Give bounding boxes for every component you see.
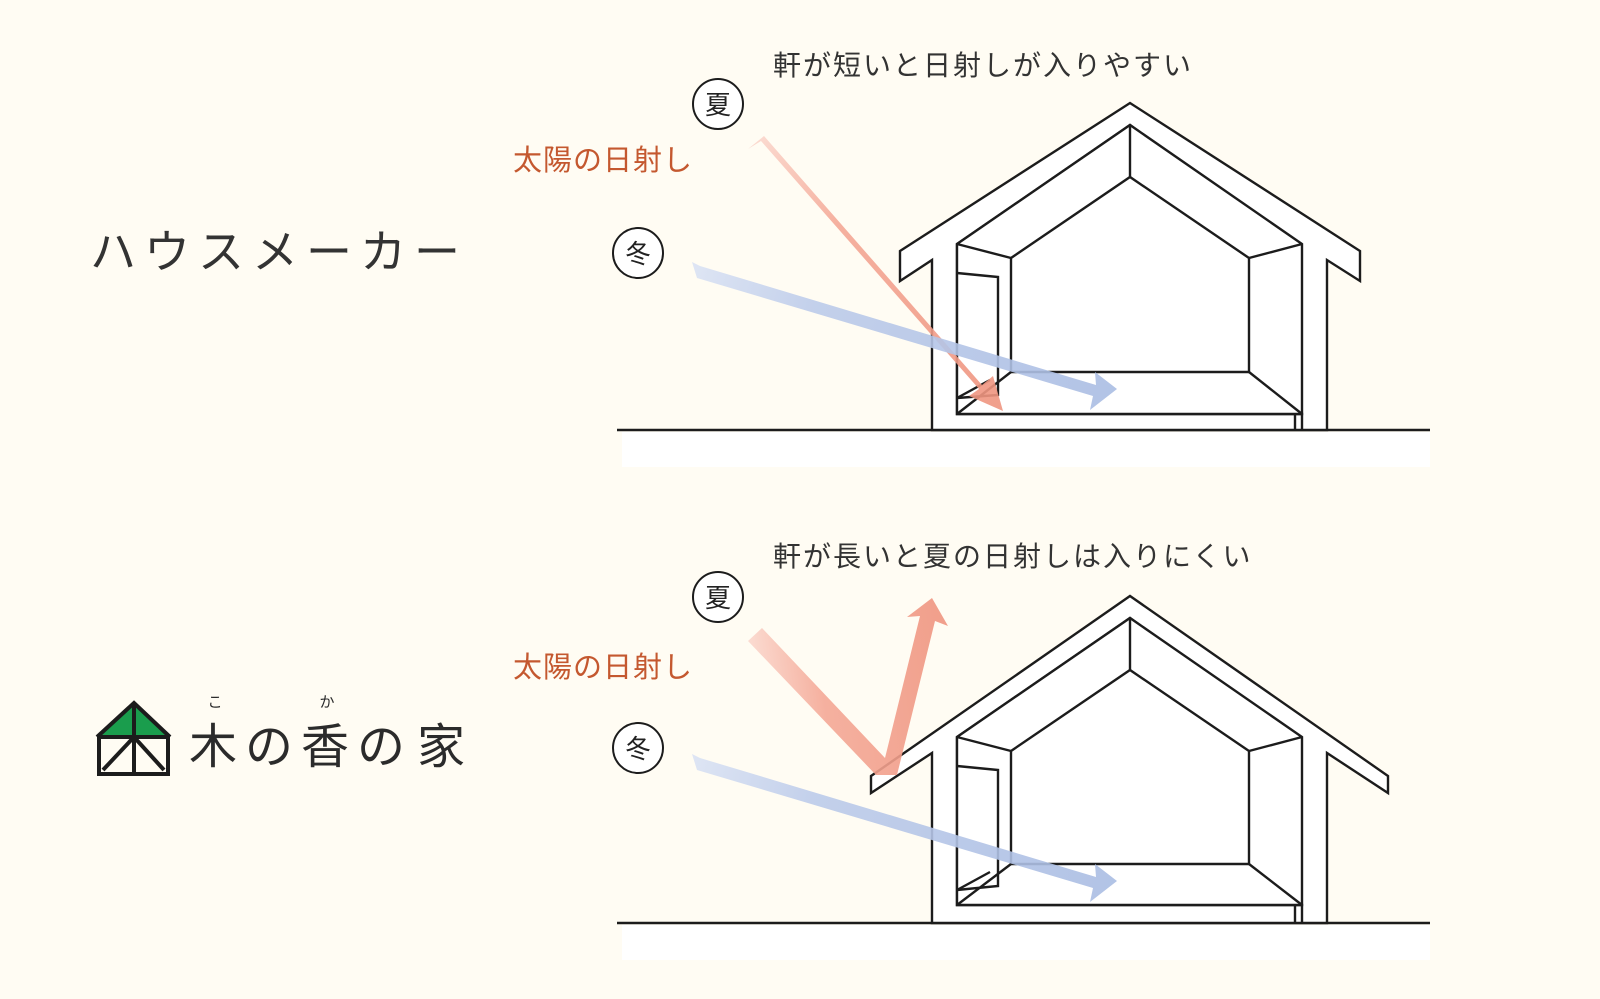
top-caption: 軒が短いと日射しが入りやすい — [773, 49, 1193, 82]
top-house-back-wall — [1009, 175, 1251, 374]
bottom-panel: こ か 木 の 香 の 家 軒が長いと夏の日射しは入りにくい 太陽の日射し 夏 … — [95, 540, 1430, 960]
brand-char-2: の — [245, 719, 297, 775]
ruby-ko: こ — [207, 693, 222, 711]
brand-char-1: 木 — [189, 719, 241, 775]
brand-char-3: 香 — [301, 719, 353, 775]
bottom-winter-ray — [692, 754, 1117, 902]
bottom-sun-label: 太陽の日射し — [513, 650, 693, 684]
top-summer-badge: 夏 — [692, 78, 744, 130]
bottom-house-back-wall — [1009, 668, 1251, 866]
top-sun-label: 太陽の日射し — [513, 143, 693, 177]
top-ground-fill — [622, 432, 1430, 467]
kinokanoie-logo-icon — [95, 700, 172, 776]
house-maker-label: ハウスメーカー — [90, 225, 468, 279]
ruby-ka: か — [319, 693, 334, 711]
bottom-ground-fill — [622, 925, 1430, 960]
winter-icon: 冬 — [625, 240, 651, 270]
winter-icon: 冬 — [625, 735, 651, 765]
top-panel: ハウスメーカー 軒が短いと日射しが入りやすい 太陽の日射し 夏 冬 — [90, 49, 1430, 467]
top-winter-badge: 冬 — [612, 227, 664, 279]
bottom-summer-badge: 夏 — [692, 571, 744, 623]
top-winter-ray — [692, 262, 1117, 410]
summer-icon: 夏 — [705, 584, 731, 614]
brand-char-4: の — [357, 719, 409, 775]
brand-char-5: 家 — [417, 719, 469, 775]
bottom-caption: 軒が長いと夏の日射しは入りにくい — [773, 540, 1252, 573]
bottom-summer-ray — [748, 598, 948, 775]
summer-icon: 夏 — [705, 91, 731, 121]
brand-name: こ か 木 の 香 の 家 — [189, 693, 469, 775]
bottom-winter-badge: 冬 — [612, 722, 664, 774]
bottom-window — [956, 764, 1000, 892]
